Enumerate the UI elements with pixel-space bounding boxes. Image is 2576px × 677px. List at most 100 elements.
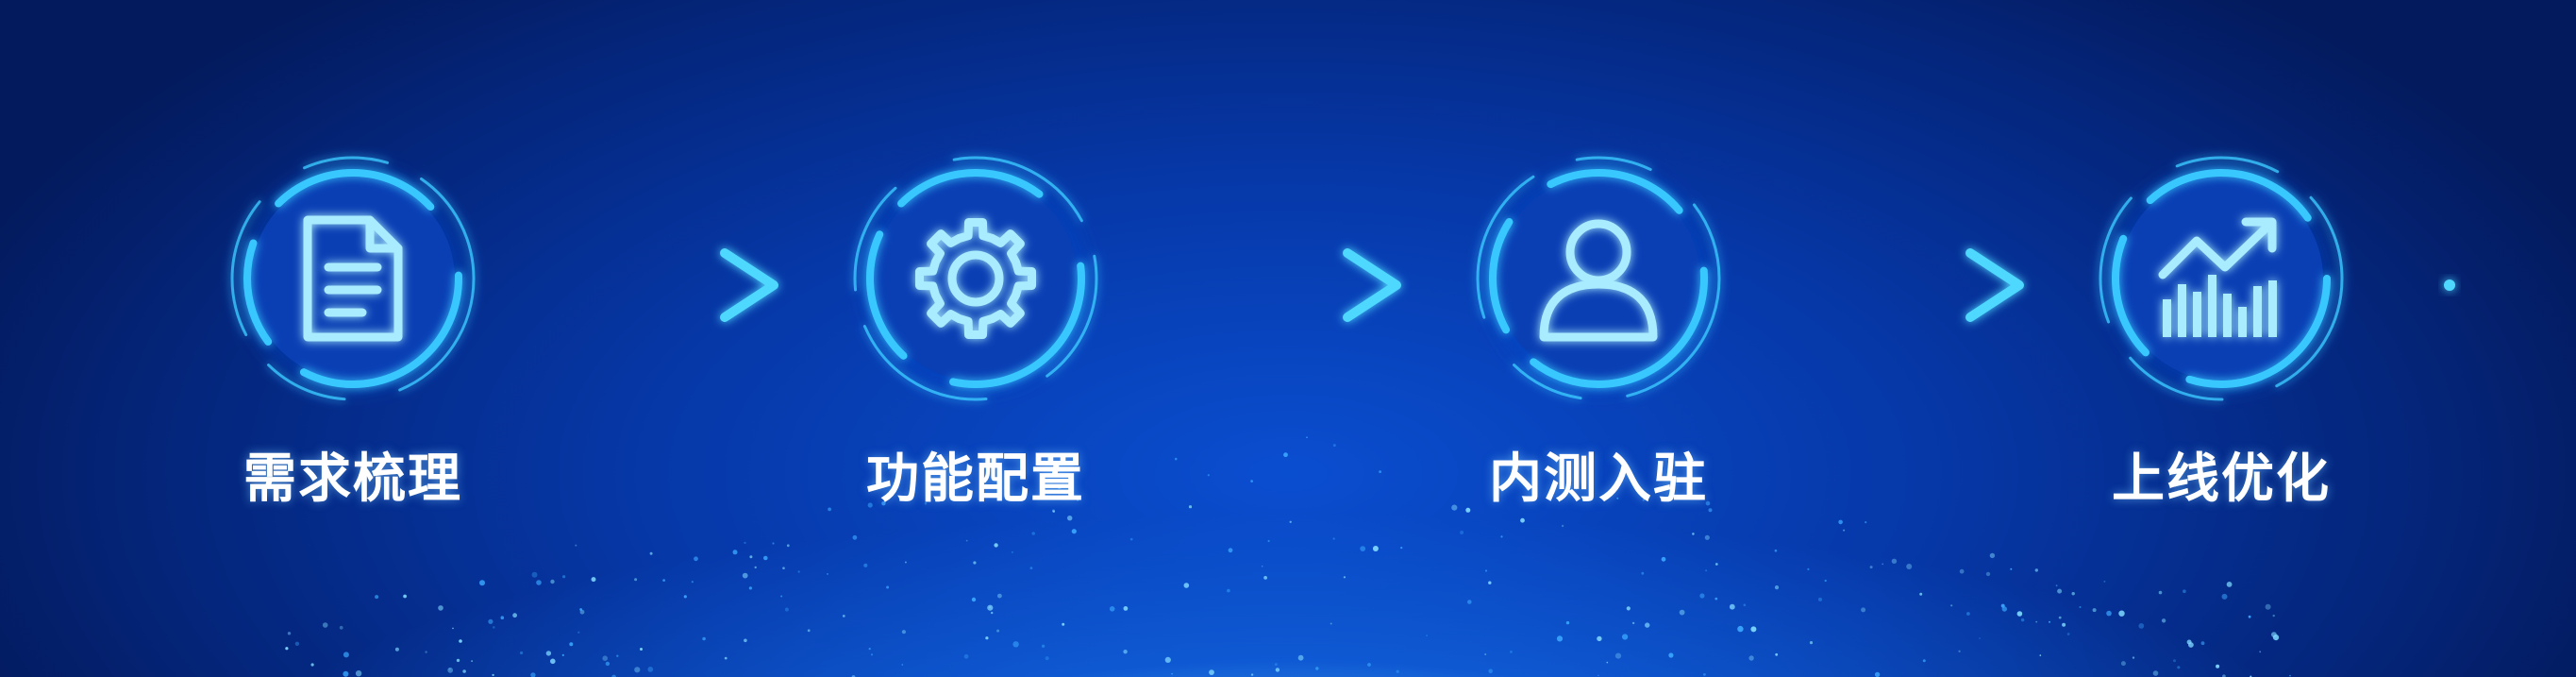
particle [294,641,300,646]
particle [1708,508,1713,513]
particle [448,668,451,670]
particle [1729,603,1735,610]
step-node-2 [853,156,1098,401]
particle [1052,509,1055,513]
particle [1715,563,1718,566]
particle [987,604,994,611]
particle [2057,588,2063,594]
particle [1488,669,1493,673]
particle [1641,571,1645,575]
particle [1367,663,1371,667]
particle [456,658,460,663]
particle [287,632,292,635]
step-node-1 [230,156,476,401]
particle [1467,600,1472,604]
particle [842,615,845,618]
particle [1874,671,1881,677]
user-icon [1539,219,1658,342]
particle [531,571,538,578]
particle [1748,655,1754,661]
particle [2226,582,2233,587]
particle [2120,661,2126,667]
particle [343,652,349,658]
particle [438,605,443,611]
particle [1057,483,1062,489]
step-node-4 [2099,156,2344,401]
particle [868,648,871,651]
particle [2132,656,2135,659]
particle [744,541,746,545]
particle [1774,549,1778,552]
particle [1360,546,1366,551]
particle [1692,533,1695,535]
particle [2289,674,2291,677]
particle [1510,651,1513,653]
particle [1705,500,1711,506]
particle [605,661,611,667]
particle-field [285,436,2291,677]
particle [1332,537,1335,540]
particle [2001,606,2007,612]
particle [1824,579,1827,583]
particle [447,667,454,673]
particle [2158,590,2163,595]
particle [852,534,858,540]
particle [2106,610,2112,617]
particle [2216,664,2220,669]
particle [994,543,998,548]
particle [550,579,555,584]
particle [1031,532,1035,535]
particle [1045,656,1049,661]
particle [1606,661,1609,664]
particle [1966,612,1970,616]
particle [1460,531,1464,534]
particle [1123,606,1129,611]
particle [963,653,969,659]
particle [1071,529,1077,534]
particle [649,551,653,555]
particle [973,561,977,565]
particle [591,577,596,583]
particle [1263,576,1267,580]
particle [1950,604,1953,607]
particle [1274,663,1278,667]
particle [462,669,466,673]
particle [1891,558,1898,564]
growth-chart-icon [2158,217,2277,337]
particle [310,663,314,667]
particle [886,585,890,589]
particle [1062,622,1065,626]
particle [1922,659,1926,663]
particle [1775,652,1779,656]
particle [322,622,328,628]
particle [1330,622,1332,625]
particle [1626,606,1631,611]
particle [1400,547,1403,550]
particle [1174,457,1178,461]
particle [924,501,928,505]
particle [1631,621,1635,625]
particle [1705,569,1708,572]
particle [870,653,874,656]
step-label-2: 功能配置 [866,449,1085,510]
particle [545,651,552,656]
particle [2055,584,2058,587]
particle [2118,610,2125,617]
particle [562,575,566,579]
particle [1484,569,1488,572]
particle [786,544,790,548]
particle [1209,669,1214,675]
particle [1843,529,1846,532]
particle [1616,497,1619,499]
particle [971,597,977,602]
particle [1575,487,1578,490]
particle [1343,576,1346,579]
particle [1520,517,1525,523]
particle [1012,641,1019,648]
particle [1743,603,1747,607]
particle [1029,567,1033,569]
particle [1332,444,1336,448]
particle [575,544,577,547]
particle [2034,568,2038,572]
